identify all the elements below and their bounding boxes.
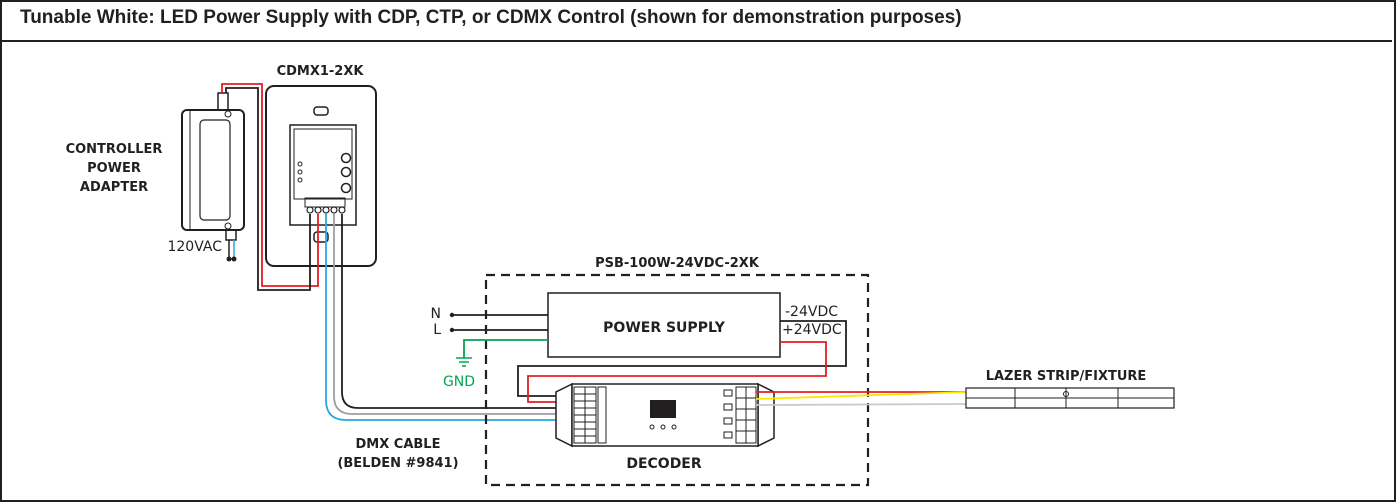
controller-led-3 <box>297 177 303 183</box>
adapter-positive-wire <box>221 83 319 287</box>
ground-label: GND <box>443 374 475 390</box>
controller-label: CDMX1-2XK <box>277 64 365 79</box>
decoder <box>555 382 775 448</box>
controller-module <box>289 124 357 226</box>
controller-wallplate <box>265 85 377 267</box>
ground-icon <box>456 357 472 367</box>
diagram-title: Tunable White: LED Power Supply with CDP… <box>20 7 962 28</box>
adapter-dc-plug <box>217 92 229 111</box>
controller-button-3 <box>340 182 352 194</box>
ground-wire <box>463 339 548 358</box>
dmx-wire-gray-1 <box>333 214 556 415</box>
adapter-label-line2: POWER <box>87 161 141 176</box>
fixture-warm-wire <box>755 391 969 400</box>
fixture-cool-wire <box>755 403 969 406</box>
title-bar: Tunable White: LED Power Supply with CDP… <box>0 0 1392 42</box>
decoder-button-3 <box>671 424 677 430</box>
wall-controller <box>265 85 377 267</box>
controller-led-2 <box>297 169 303 175</box>
controller-button-1 <box>340 152 352 164</box>
decoder-label: DECODER <box>626 456 702 472</box>
controller-terminal-3 <box>322 206 330 214</box>
neg-output-wire <box>517 320 847 397</box>
decoder-right-cap <box>757 382 775 448</box>
controller-button-2 <box>340 166 352 178</box>
controller-terminal-1 <box>306 206 314 214</box>
controller-module-inner <box>293 128 353 200</box>
dmx-cable-label-line2: (BELDEN #9841) <box>337 456 458 471</box>
dmx-cable-label-line1: DMX CABLE <box>356 437 441 452</box>
dmx-wire-blue <box>325 214 556 421</box>
line-label: L <box>433 322 441 338</box>
pos-output-wire <box>527 341 827 403</box>
adapter-screw-top <box>224 110 232 118</box>
adapter-negative-wire <box>225 87 311 291</box>
psu-model-label: PSB-100W-24VDC-2XK <box>595 256 760 271</box>
pos-output-label: +24VDC <box>782 322 842 338</box>
controller-power-adapter <box>181 92 245 262</box>
neg-output-label: -24VDC <box>785 304 838 320</box>
decoder-button-1 <box>649 424 655 430</box>
decoder-left-terminals <box>573 386 607 444</box>
mains-terminal-1 <box>226 256 232 262</box>
power-supply-box <box>547 292 781 358</box>
neutral-label: N <box>431 306 441 322</box>
adapter-label-line3: ADAPTER <box>80 180 148 195</box>
adapter-screw-bottom <box>224 222 232 230</box>
adapter-body <box>181 109 245 231</box>
decoder-right-terminals <box>723 386 757 444</box>
decoder-left-cap <box>555 382 573 448</box>
fixture-connector <box>1063 391 1069 397</box>
controller-terminal-2 <box>314 206 322 214</box>
mains-label: 120VAC <box>167 239 222 255</box>
power-supply-label: POWER SUPPLY <box>603 320 726 336</box>
controller-top-slot <box>313 106 329 116</box>
fixture-label: LAZER STRIP/FIXTURE <box>986 369 1147 384</box>
lazer-strip-fixture <box>965 387 1175 409</box>
adapter-face <box>199 119 231 221</box>
adapter-label-line1: CONTROLLER <box>66 142 163 157</box>
decoder-display <box>650 400 676 418</box>
dmx-wire-black <box>341 214 556 409</box>
mains-plug <box>225 229 237 241</box>
mains-terminal-2 <box>231 256 237 262</box>
controller-terminal-4 <box>330 206 338 214</box>
decoder-button-2 <box>660 424 666 430</box>
controller-led-1 <box>297 161 303 167</box>
controller-terminal-5 <box>338 206 346 214</box>
controller-bottom-slot <box>313 231 329 243</box>
psu-enclosure-outline <box>484 273 870 487</box>
